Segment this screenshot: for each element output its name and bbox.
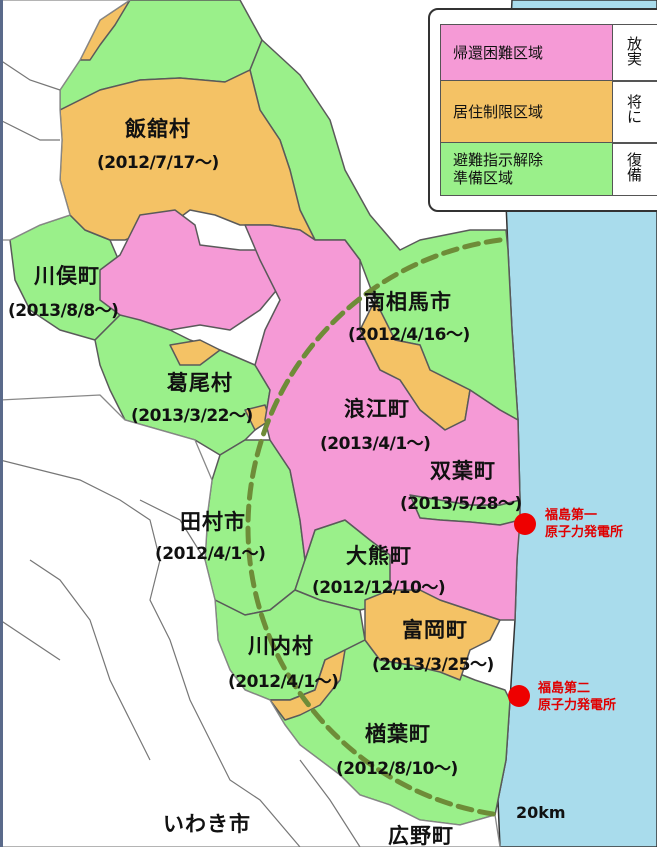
twenty-km-radius-arc <box>245 237 503 818</box>
legend-desc-difficult-return: 放 実 <box>627 37 642 67</box>
left-edge-bar <box>0 0 3 847</box>
legend-panel: 帰還困難区域 放 実 居住制限区域 将 に 避難指示解除 準備区域 <box>428 8 657 212</box>
okuma-date: (2012/12/10〜) <box>312 578 446 598</box>
legend-label-difficult-return: 帰還困難区域 <box>453 44 544 62</box>
border-line <box>0 119 60 141</box>
namie-date: (2013/4/1〜) <box>320 434 431 454</box>
okuma-name[interactable]: 大熊町 <box>346 544 412 568</box>
kawauchi-date: (2012/4/1〜) <box>228 672 339 692</box>
tomioka-date: (2013/3/25〜) <box>372 655 494 675</box>
legend-row-difficult-return: 帰還困難区域 放 実 <box>440 24 657 82</box>
border-line <box>299 759 361 847</box>
legend-label-preparation-line2: 準備区域 <box>453 169 514 187</box>
border-line <box>0 459 301 847</box>
katsurao-name[interactable]: 葛尾村 <box>167 371 233 395</box>
minamisoma-date: (2012/4/16〜) <box>348 325 470 345</box>
legend-desc-line: 将 <box>627 93 643 111</box>
hirono-name[interactable]: 広野町 <box>388 824 454 847</box>
kawauchi-name[interactable]: 川内村 <box>248 634 314 658</box>
iitate-name[interactable]: 飯舘村 <box>125 117 191 141</box>
tomioka-name[interactable]: 富岡町 <box>402 618 468 642</box>
daiichi-plant-label: 福島第一 原子力発電所 <box>545 507 623 541</box>
legend-swatch-preparation: 避難指示解除 準備区域 <box>441 143 613 195</box>
tamura-name[interactable]: 田村市 <box>180 510 246 534</box>
kawamata-name[interactable]: 川俣町 <box>34 264 100 288</box>
daini-plant-label-line1: 福島第二 <box>538 681 591 696</box>
border-line <box>0 619 61 661</box>
legend-desc-line: 備 <box>627 166 643 184</box>
southwest-outside <box>0 394 501 847</box>
futaba-name[interactable]: 双葉町 <box>430 459 496 483</box>
katsurao-orange <box>169 339 221 366</box>
minamisoma-name[interactable]: 南相馬市 <box>364 290 452 314</box>
central-pink <box>244 224 521 621</box>
futaba-date: (2013/5/28〜) <box>400 494 522 514</box>
legend-desc-line: 放 <box>627 35 643 53</box>
legend-desc-line: 復 <box>627 151 643 169</box>
legend-desc-preparation: 復 備 <box>627 153 642 183</box>
legend-desc-restricted-residence: 将 に <box>627 95 642 125</box>
difficult-return-zone-areas <box>99 209 521 621</box>
legend-row-restricted-residence: 居住制限区域 将 に <box>440 80 657 144</box>
naraha-name[interactable]: 楢葉町 <box>365 722 431 746</box>
daini-plant-label-line2: 原子力発電所 <box>538 698 617 713</box>
fukushima-daini-marker[interactable] <box>508 685 530 707</box>
border-line <box>139 499 206 561</box>
legend-label-preparation-line1: 避難指示解除 <box>453 151 544 169</box>
legend-label-preparation: 避難指示解除 準備区域 <box>453 151 543 187</box>
fukushima-daiichi-marker[interactable] <box>514 513 536 535</box>
legend-desc-line: 実 <box>627 50 643 68</box>
naraha-date: (2012/8/10〜) <box>336 759 458 779</box>
iitate-date: (2012/7/17〜) <box>97 153 219 173</box>
legend-row-preparation: 避難指示解除 準備区域 復 備 <box>440 142 657 196</box>
legend-label-restricted-residence: 居住制限区域 <box>453 103 544 121</box>
kawamata-date: (2013/8/8〜) <box>8 301 119 321</box>
daiichi-plant-label-line2: 原子力発電所 <box>545 525 624 540</box>
iitate-pink <box>99 209 301 331</box>
outside-borders <box>0 59 361 847</box>
iwaki-name[interactable]: いわき市 <box>163 812 251 836</box>
border-line <box>29 559 151 761</box>
legend-swatch-restricted-residence: 居住制限区域 <box>441 81 613 143</box>
daini-plant-label: 福島第二 原子力発電所 <box>538 680 616 714</box>
outside-areas <box>0 0 501 847</box>
legend-desc-line: に <box>627 108 643 126</box>
katsurao-date: (2013/3/22〜) <box>131 406 253 426</box>
namie-name[interactable]: 浪江町 <box>344 397 410 421</box>
tamura-date: (2012/4/1〜) <box>155 544 266 564</box>
border-line <box>0 59 61 91</box>
distance-label: 20km <box>516 803 566 822</box>
west-outside <box>0 0 131 241</box>
daiichi-plant-label-line1: 福島第一 <box>545 508 598 523</box>
legend-swatch-difficult-return: 帰還困難区域 <box>441 25 613 81</box>
